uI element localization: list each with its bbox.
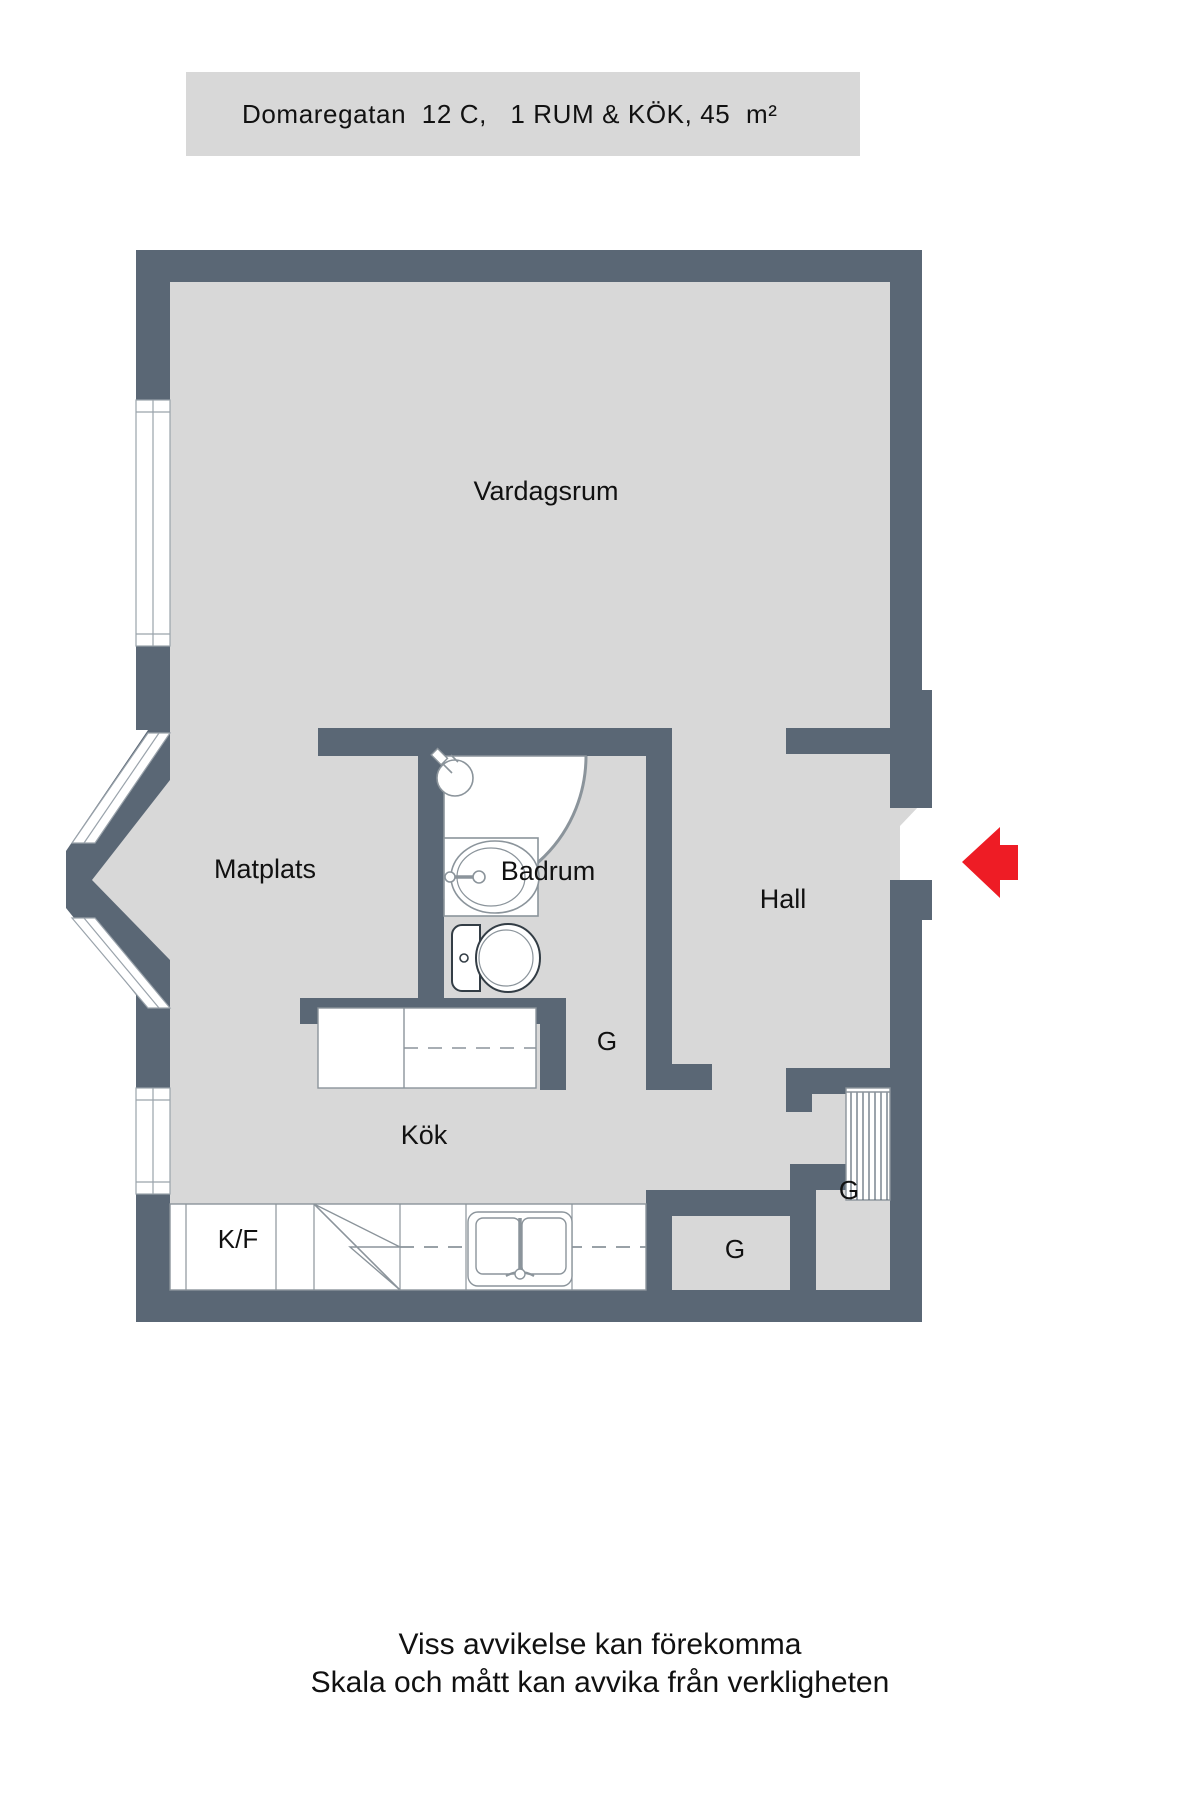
footer-line-2: Skala och mått kan avvika från verklighe…: [310, 1666, 890, 1699]
closet-label-2: G: [839, 1175, 859, 1205]
kitchen-counter-lower: [169, 1203, 647, 1291]
room-label-kok: Kök: [401, 1120, 448, 1150]
room-label-badrum: Badrum: [501, 856, 596, 886]
window: [70, 917, 172, 1009]
kitchen-counter: [317, 1007, 537, 1089]
toilet: [451, 923, 541, 993]
window: [135, 399, 171, 647]
closet-labels: G G G: [597, 1026, 859, 1264]
radiator: [845, 1087, 891, 1201]
room-label-matplats: Matplats: [214, 854, 316, 884]
appliance-label-fridge-freezer: K/F: [218, 1224, 258, 1254]
windows-group: [70, 399, 172, 1195]
kitchen-double-sink: [467, 1211, 573, 1287]
room-labels: Vardagsrum Matplats Badrum Hall Kök: [214, 476, 806, 1150]
closet-label-3: G: [725, 1234, 745, 1264]
title-bar: Domaregatan 12 C, 1 RUM & KÖK, 45 m²: [186, 72, 860, 156]
room-label-hall: Hall: [760, 884, 807, 914]
kitchen-counters: [169, 1007, 647, 1291]
footer-line-1: Viss avvikelse kan förekomma: [398, 1628, 802, 1661]
closet-label-1: G: [597, 1026, 617, 1056]
window: [135, 1087, 171, 1195]
bathroom-fixtures: [430, 747, 588, 993]
entrance-arrow: [962, 827, 1018, 898]
window: [70, 732, 172, 844]
page-title: Domaregatan 12 C, 1 RUM & KÖK, 45 m²: [242, 98, 778, 129]
washbasin: [443, 837, 540, 917]
room-label-vardagsrum: Vardagsrum: [473, 476, 618, 506]
shower-head: [430, 747, 474, 797]
footer-disclaimer: Viss avvikelse kan förekomma Skala och m…: [0, 1626, 1200, 1702]
stove-hob: [313, 1203, 401, 1291]
appliance-labels: K/F: [218, 1224, 258, 1254]
